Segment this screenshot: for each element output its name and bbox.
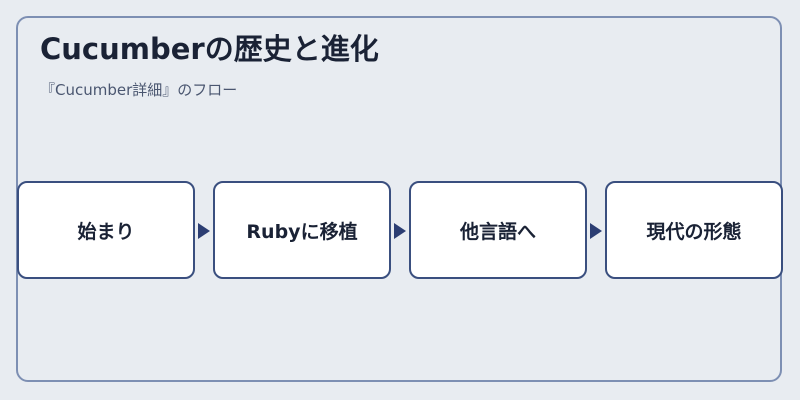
flow-step-modern-form: 現代の形態 [605,181,783,279]
arrow-right-icon [590,223,602,239]
flow-step-ruby-port: Rubyに移植 [213,181,391,279]
flow-step-start: 始まり [17,181,195,279]
arrow-right-icon [198,223,210,239]
flow-step-other-languages: 他言語へ [409,181,587,279]
arrow-right-icon [394,223,406,239]
diagram-title: Cucumberの歴史と進化 [40,32,379,66]
diagram-subtitle: 『Cucumber詳細』のフロー [40,81,238,99]
